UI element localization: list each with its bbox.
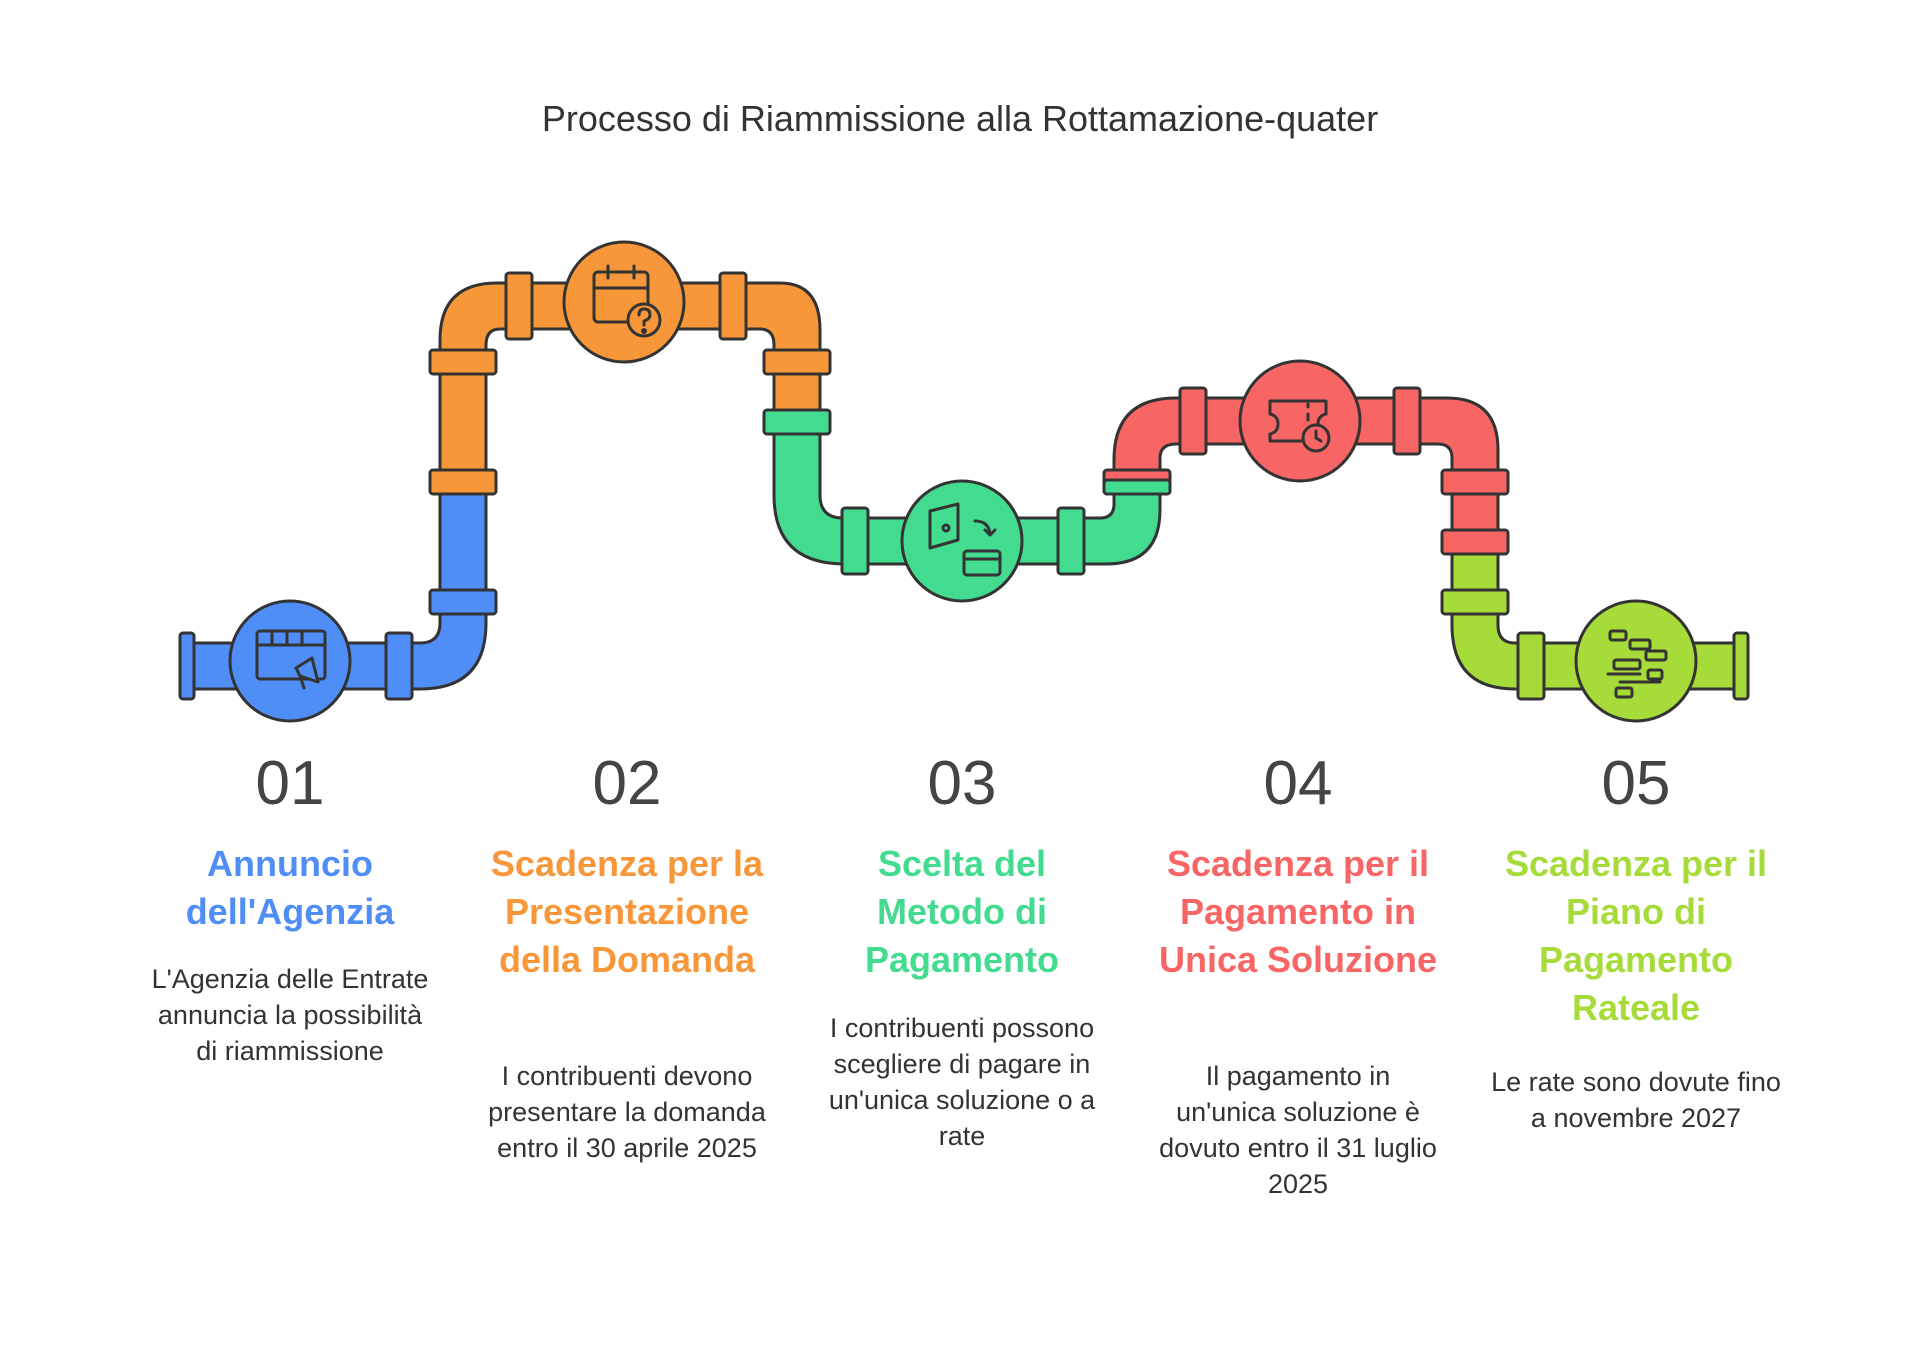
pipe-flange — [1440, 468, 1510, 496]
pipe-flange — [718, 271, 748, 341]
wallet-card-icon — [928, 502, 1002, 577]
pipe-flange — [762, 408, 832, 436]
pipe-flange — [1178, 386, 1208, 456]
pipe-elbow-blue — [403, 478, 488, 691]
step-title-1: Annuncio dell'Agenzia — [185, 843, 395, 932]
step-description-1: L'Agenzia delle Entrate annuncia la poss… — [151, 964, 429, 1066]
step-number-3: 03 — [927, 749, 997, 818]
step-title-5: Scadenza per il Piano di Pagamento Ratea… — [1504, 843, 1768, 1028]
step-circle-2 — [562, 240, 686, 364]
pipe-flange — [428, 588, 498, 616]
pipe-flange — [1392, 386, 1422, 456]
step-description-2: I contribuenti devono presentare la doma… — [488, 1061, 766, 1163]
pipe-flange — [428, 468, 498, 496]
step-circle-4 — [1238, 359, 1362, 483]
megaphone-screen-icon — [255, 629, 327, 690]
diagram-title: Processo di Riammissione alla Rottamazio… — [541, 98, 1379, 139]
step-title-3: Scelta del Metodo di Pagamento — [864, 843, 1060, 980]
gantt-chart-icon — [1606, 629, 1668, 699]
ticket-clock-icon — [1268, 399, 1331, 453]
pipe-flange — [1516, 631, 1546, 701]
step-title-4: Scadenza per il Pagamento in Unica Soluz… — [1158, 843, 1438, 980]
step-number-5: 05 — [1601, 749, 1671, 818]
pipe-flange — [840, 506, 870, 576]
pipe-flange — [1102, 478, 1172, 496]
pipe-flange — [504, 271, 534, 341]
step-circle-1 — [228, 599, 352, 723]
step-circle-3 — [900, 479, 1024, 603]
step-number-4: 04 — [1263, 749, 1333, 818]
calendar-question-icon — [592, 264, 662, 338]
step-title-2: Scadenza per la Presentazione della Doma… — [490, 843, 764, 980]
step-number-1: 01 — [255, 749, 325, 818]
pipe-flange — [762, 348, 832, 376]
pipe-flange — [428, 348, 498, 376]
step-description-3: I contribuenti possono scegliere di paga… — [828, 1013, 1096, 1151]
step-description-5: Le rate sono dovute fino a novembre 2027 — [1491, 1067, 1781, 1133]
pipe-flange — [1440, 588, 1510, 616]
pipe-flange — [384, 631, 414, 701]
pipe-flange — [1440, 528, 1510, 556]
pipe-flange — [1056, 506, 1086, 576]
pipe-cap-right — [1732, 631, 1750, 701]
step-description-4: Il pagamento in un'unica soluzione è dov… — [1159, 1061, 1437, 1199]
pipe-cap-left — [178, 631, 196, 701]
step-number-2: 02 — [592, 749, 662, 818]
